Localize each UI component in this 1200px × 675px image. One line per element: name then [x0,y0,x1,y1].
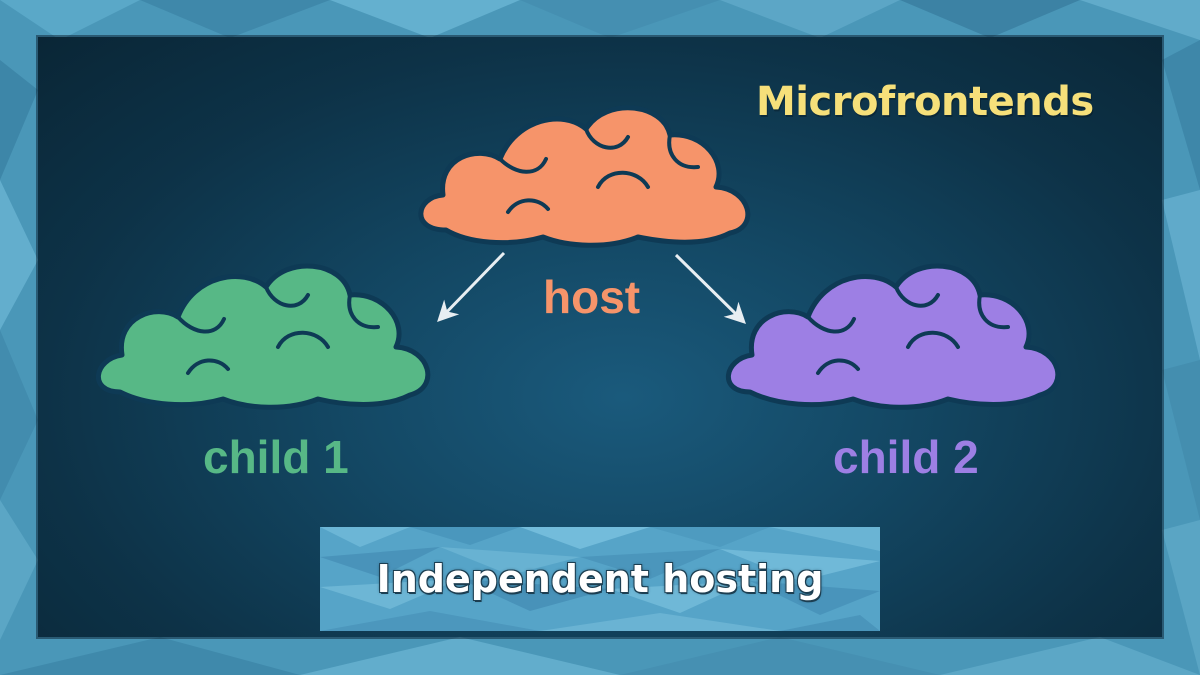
host-label: host [543,271,641,323]
banner-text: Independent hosting [376,557,824,601]
diagram-canvas [96,105,1061,410]
child2-cloud-icon [726,263,1061,410]
banner-texture [320,527,880,631]
arrow-host-to-child1 [437,251,506,323]
child1-cloud-icon [96,263,431,410]
arrow-host-to-child2 [674,253,746,324]
child2-label: child 2 [833,431,979,483]
banner: Independent hosting [320,527,880,631]
slide-title: Microfrontends [756,79,1094,125]
host-cloud-icon [418,105,751,248]
child1-label: child 1 [203,431,349,483]
diagram-panel: Microfrontends host child 1 child 2 [38,37,1162,637]
